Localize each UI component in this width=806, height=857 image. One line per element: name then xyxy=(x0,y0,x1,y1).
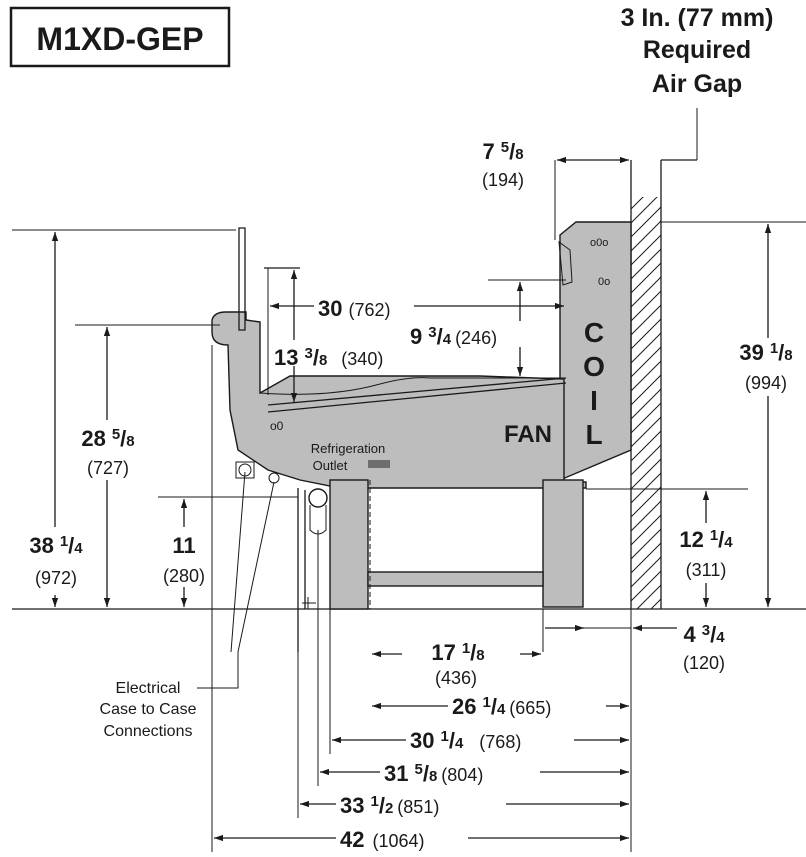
air-gap-note: 3 In. (77 mm) Required Air Gap xyxy=(621,4,774,160)
svg-text:93/4(246): 93/4(246) xyxy=(410,324,497,349)
svg-text:Air Gap: Air Gap xyxy=(652,70,742,98)
svg-text:42(1064): 42(1064) xyxy=(340,827,425,852)
fan-label: FAN xyxy=(504,421,552,448)
svg-text:3 In. (77 mm): 3 In. (77 mm) xyxy=(621,4,774,32)
svg-text:30(762): 30(762) xyxy=(318,296,391,321)
svg-text:(194): (194) xyxy=(482,170,524,190)
svg-text:133/8(340): 133/8(340) xyxy=(274,345,383,370)
svg-text:C: C xyxy=(584,317,604,348)
svg-text:M1XD-GEP: M1XD-GEP xyxy=(36,21,203,57)
svg-text:391/8: 391/8 xyxy=(739,340,792,365)
svg-text:261/4(665): 261/4(665) xyxy=(452,694,551,719)
refrigeration-outlet-label: Refrigeration Outlet xyxy=(311,441,385,473)
svg-text:331/2(851): 331/2(851) xyxy=(340,793,439,818)
dim-11: 11 (280) xyxy=(156,496,298,607)
svg-text:(311): (311) xyxy=(686,560,727,580)
svg-text:(727): (727) xyxy=(87,458,129,478)
svg-text:(436): (436) xyxy=(435,668,477,688)
dim-30-top: 30(762) xyxy=(270,292,564,321)
display-case: o0 o0o 0o xyxy=(211,221,632,652)
svg-text:301/4(768): 301/4(768) xyxy=(410,728,521,753)
svg-text:Refrigeration: Refrigeration xyxy=(311,441,385,456)
svg-text:171/8: 171/8 xyxy=(431,640,484,665)
svg-text:O: O xyxy=(583,351,605,382)
svg-text:Electrical: Electrical xyxy=(116,680,181,697)
svg-text:0o: 0o xyxy=(598,276,610,288)
svg-text:(120): (120) xyxy=(683,653,725,673)
svg-text:L: L xyxy=(585,419,602,450)
svg-text:315/8(804): 315/8(804) xyxy=(384,761,483,786)
model-label: M1XD-GEP xyxy=(9,6,231,68)
svg-text:Required: Required xyxy=(643,36,751,64)
svg-text:(994): (994) xyxy=(745,373,787,393)
svg-text:381/4: 381/4 xyxy=(29,533,83,558)
wall xyxy=(630,160,662,609)
svg-text:(280): (280) xyxy=(163,566,205,586)
svg-text:I: I xyxy=(590,385,598,416)
dim-42: 42(1064) xyxy=(211,345,632,852)
svg-text:75/8: 75/8 xyxy=(482,139,523,164)
svg-text:o0: o0 xyxy=(270,419,284,433)
coil-label: C O I L xyxy=(583,317,605,450)
svg-text:o0o: o0o xyxy=(590,237,608,249)
svg-text:Outlet: Outlet xyxy=(313,458,348,473)
svg-text:11: 11 xyxy=(172,533,195,558)
svg-text:Case to Case: Case to Case xyxy=(100,701,197,718)
svg-text:Connections: Connections xyxy=(104,723,193,740)
svg-text:121/4: 121/4 xyxy=(679,527,733,552)
svg-text:(972): (972) xyxy=(35,568,77,588)
svg-text:285/8: 285/8 xyxy=(81,426,134,451)
electrical-connections-note: Electrical Case to Case Connections xyxy=(100,471,275,740)
svg-text:43/4: 43/4 xyxy=(683,622,725,647)
